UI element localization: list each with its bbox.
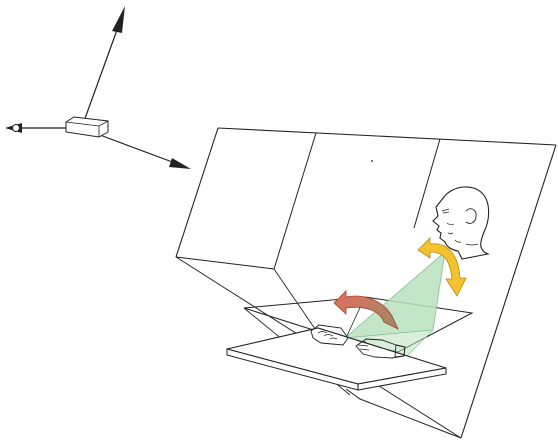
axis-right: [100, 135, 175, 163]
workspace-frame: [176, 128, 556, 438]
frame-mid-edge: [274, 133, 316, 269]
frame-back-right-edge: [414, 139, 440, 228]
coordinate-axes: [5, 6, 191, 169]
frame-left-edge: [176, 128, 218, 257]
frame-lower-wedge: [346, 389, 461, 438]
frame-center-dot: [371, 160, 373, 162]
head-features: [447, 223, 478, 245]
frame-top-edge: [218, 128, 556, 145]
axis-right-arrowhead: [169, 158, 191, 169]
head-ear: [466, 209, 476, 224]
axis-origin-block: [66, 117, 108, 137]
axis-left-marker: [13, 125, 20, 132]
head-eye: [442, 209, 449, 213]
frame-shelf-edge: [176, 257, 274, 269]
axis-up-arrowhead: [112, 6, 125, 33]
axis-up: [83, 30, 117, 124]
